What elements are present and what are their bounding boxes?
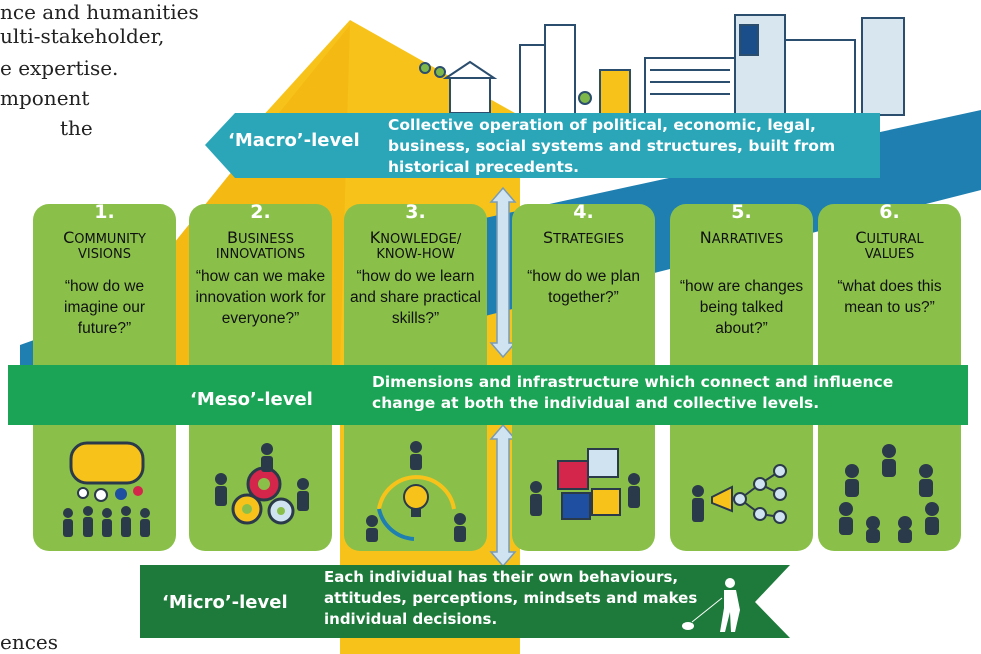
column-title: Businessinnovations [189, 230, 332, 262]
column-question: “how are changes being talked about?” [679, 278, 804, 337]
micro-level-label: ‘Micro’-level [162, 592, 288, 613]
connector-arrow-upper [489, 186, 517, 359]
column-question: “how do we plan together?” [527, 268, 640, 306]
column-title-line: Strategies [542, 228, 624, 247]
puzzle-pieces-icon [530, 448, 640, 520]
micro-banner-shape [140, 565, 790, 638]
column-title-line: Knowledge/ [369, 228, 462, 247]
lightbulb-people-icon [366, 441, 466, 542]
macro-level-description: Collective operation of political, econo… [388, 116, 836, 176]
column-title-line: innovations [215, 247, 306, 262]
macro-banner-shape [205, 113, 880, 178]
gears-people-icon [215, 443, 309, 525]
column-question: “how do we learn and share practical ski… [350, 268, 481, 327]
partial-text-line: e expertise. [0, 56, 119, 80]
partial-text-line: ulti-stakeholder, [0, 24, 165, 48]
column-title-line: values [864, 247, 915, 262]
column-title: Knowledge/know-how [344, 230, 487, 262]
megaphone-network-icon [692, 464, 787, 524]
column-title: Communityvisions [33, 230, 176, 262]
column-title: Culturalvalues [818, 230, 961, 262]
column-title-line: Narratives [699, 228, 784, 247]
partial-text-line: the [60, 116, 93, 140]
speech-bubble-community-icon [63, 441, 150, 537]
column-title: Narratives [670, 230, 813, 247]
person-walking-dog-icon [682, 578, 740, 632]
column-number: 1. [94, 201, 115, 223]
column-number: 3. [405, 201, 426, 223]
column-question: “how do we imagine our future?” [64, 278, 145, 337]
column-question: “how can we make innovation work for eve… [195, 268, 326, 327]
column-title: Strategies [512, 230, 655, 247]
column-title-line: Community [63, 228, 146, 247]
column-question: “what does this mean to us?” [837, 278, 942, 316]
column-title-line: Cultural [855, 228, 924, 247]
city-skyline-icon [419, 14, 905, 116]
meso-level-label: ‘Meso’-level [190, 389, 313, 410]
meso-level-description: Dimensions and infrastructure which conn… [372, 373, 894, 412]
column-title-line: know-how [376, 247, 455, 262]
partial-text-line: nce and humanities [0, 0, 199, 24]
circle-of-people-icon [839, 444, 939, 543]
column-number: 6. [879, 201, 900, 223]
column-number: 5. [731, 201, 752, 223]
column-number: 2. [250, 201, 271, 223]
column-title-line: Business [226, 228, 295, 247]
partial-text-line: ences [0, 630, 59, 654]
meso-band [8, 365, 968, 425]
column-title-line: visions [77, 247, 132, 262]
column-number: 4. [573, 201, 594, 223]
macro-level-label: ‘Macro’-level [228, 130, 360, 151]
partial-text-line: mponent [0, 86, 90, 110]
micro-level-description: Each individual has their own behaviours… [324, 568, 698, 628]
